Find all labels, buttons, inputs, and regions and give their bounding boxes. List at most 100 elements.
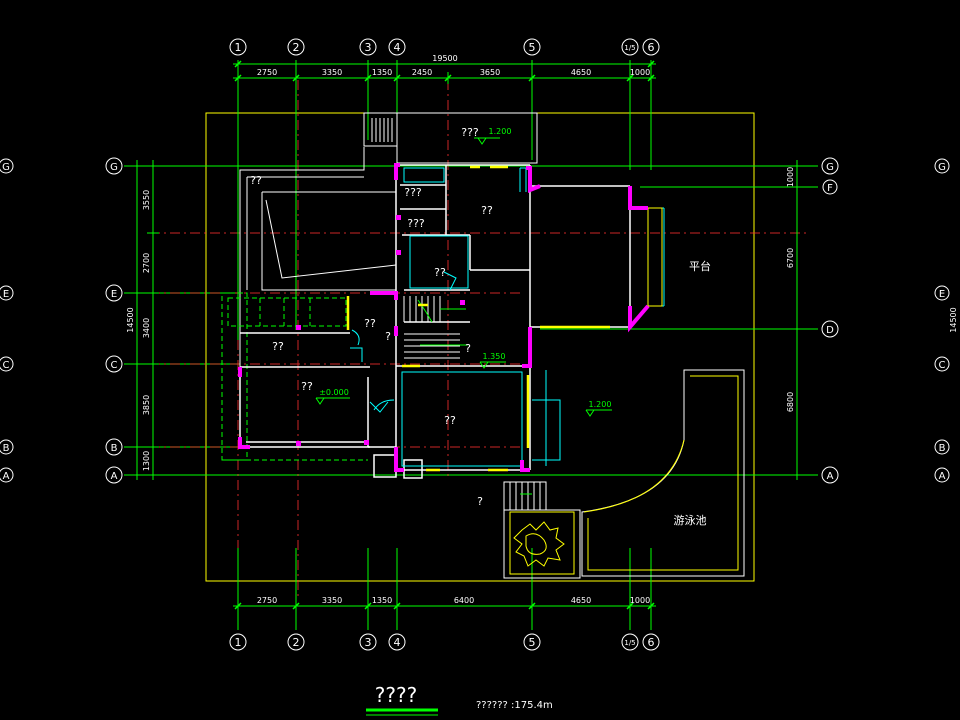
room-upper-left: ?? — [250, 174, 262, 187]
left-dimension-text: 3550 2700 3400 3850 1300 14500 — [126, 190, 151, 471]
small-columns — [296, 215, 465, 446]
axis-inner-left-g: G — [110, 162, 118, 173]
axis-inner-left-c: C — [111, 360, 118, 371]
drawing-area: ?????? :175.4m — [476, 700, 553, 711]
windows — [346, 165, 610, 472]
bottom-dim-6: 1000 — [630, 596, 650, 605]
right-dim-total: 14500 — [949, 307, 958, 332]
left-dim-1: 3550 — [142, 190, 151, 210]
axis-bottom-15: 1/5 — [624, 639, 635, 647]
axis-left-b: B — [3, 443, 10, 454]
axis-top-4: 4 — [394, 41, 401, 54]
axis-top-6: 6 — [648, 41, 655, 54]
top-dim-4: 2450 — [412, 68, 432, 77]
axis-bubbles-left — [0, 157, 123, 484]
room-top-center: ??? — [461, 126, 479, 139]
room-pool: 游泳池 — [674, 513, 707, 527]
axis-far-right-e: E — [939, 289, 945, 300]
bottom-dim-5: 4650 — [571, 596, 591, 605]
axis-inner-left-a: A — [111, 471, 118, 482]
level-right: 1.200 — [589, 400, 612, 409]
left-dim-5: 1300 — [142, 451, 151, 471]
top-dimension-lines — [233, 60, 656, 84]
axis-far-right-g: G — [938, 162, 946, 173]
bottom-segment-dimensions: 2750 3350 1350 6400 4650 1000 — [257, 596, 650, 605]
axis-labels-right: G F D A G E C B A — [826, 162, 946, 482]
level-stair: 1.350 — [483, 352, 506, 361]
top-dim-3: 1350 — [372, 68, 392, 77]
swimming-pool — [581, 369, 745, 577]
axis-top-2: 2 — [293, 41, 300, 54]
room-small-1: ??? — [404, 186, 422, 199]
axis-top-15: 1/5 — [624, 44, 635, 52]
axis-labels-bottom: 1 2 3 4 5 1/5 6 — [235, 636, 655, 649]
right-dim-3: 6800 — [786, 392, 795, 412]
axis-left-g: G — [2, 162, 10, 173]
room-small-2: ??? — [407, 217, 425, 230]
room-mid-small: ?? — [434, 266, 446, 279]
axis-bottom-3: 3 — [365, 636, 372, 649]
left-dim-total: 14500 — [126, 307, 135, 332]
left-dimension-lines — [131, 160, 159, 480]
axis-right-g: G — [826, 162, 834, 173]
axis-bubbles-top — [229, 38, 660, 56]
cyan-fixtures — [350, 167, 665, 467]
room-left-bottom: ?? — [301, 380, 313, 393]
left-dim-3: 3400 — [142, 318, 151, 338]
level-markers — [315, 137, 612, 417]
axis-far-right-a: A — [939, 471, 946, 482]
right-dim-1: 1000 — [786, 167, 795, 187]
axis-bottom-1: 1 — [235, 636, 242, 649]
axis-far-right-c: C — [939, 360, 946, 371]
level-labels: 1.200 1.350 1.200 ±0.000 — [319, 127, 611, 409]
bottom-dim-4: 6400 — [454, 596, 474, 605]
top-dim-5: 3650 — [480, 68, 500, 77]
top-dim-7: 1000 — [630, 68, 650, 77]
structural-columns — [238, 163, 650, 472]
drawing-title: ???? — [375, 683, 417, 707]
axis-top-5: 5 — [529, 41, 536, 54]
axis-labels-left: G E C B A G E C B A — [2, 162, 118, 482]
bottom-dim-1: 2750 — [257, 596, 277, 605]
axis-inner-left-b: B — [111, 443, 118, 454]
top-dim-2: 3350 — [322, 68, 342, 77]
balcony-window — [647, 207, 663, 307]
top-dim-1: 2750 — [257, 68, 277, 77]
bottom-dim-2: 3350 — [322, 596, 342, 605]
right-dimension-text: 1000 6700 6800 14500 — [786, 167, 958, 412]
axis-bubbles-right — [821, 157, 950, 484]
left-dim-4: 3850 — [142, 395, 151, 415]
room-bottom-small: ? — [477, 495, 483, 508]
axis-right-f: F — [827, 183, 833, 194]
room-center: ?? — [444, 414, 456, 427]
top-dim-6: 4650 — [571, 68, 591, 77]
drawing-title-block: ???? ?????? :175.4m — [366, 683, 553, 716]
axis-left-a: A — [3, 471, 10, 482]
level-top: 1.200 — [489, 127, 512, 136]
axis-bottom-5: 5 — [529, 636, 536, 649]
axis-left-e: E — [3, 289, 9, 300]
axis-top-1: 1 — [235, 41, 242, 54]
top-dimension-ticks — [234, 60, 655, 82]
exterior-outlines — [239, 112, 538, 367]
level-ground: ±0.000 — [319, 388, 349, 397]
interior-stair — [403, 296, 460, 359]
axis-bubbles-bottom — [229, 633, 660, 651]
axis-labels-top: 1 2 3 4 5 1/5 6 — [235, 41, 655, 54]
axis-bottom-6: 6 — [648, 636, 655, 649]
room-left-mid: ?? — [364, 317, 376, 330]
bottom-dim-3: 1350 — [372, 596, 392, 605]
top-total-dimension: 19500 — [432, 54, 457, 63]
room-left-lower: ?? — [272, 340, 284, 353]
room-stair-mark-1: ? — [385, 330, 391, 343]
axis-bottom-2: 2 — [293, 636, 300, 649]
right-dimension-lines — [791, 160, 803, 480]
axis-right-a: A — [827, 471, 834, 482]
room-labels: ??? ?? ??? ??? ?? ?? ?? ?? ?? ?? ? ? ? 平… — [250, 126, 711, 527]
room-platform: 平台 — [689, 259, 711, 273]
axis-far-right-b: B — [939, 443, 946, 454]
room-upper-mid: ?? — [481, 204, 493, 217]
room-stair-mark-2: ? — [465, 342, 471, 355]
